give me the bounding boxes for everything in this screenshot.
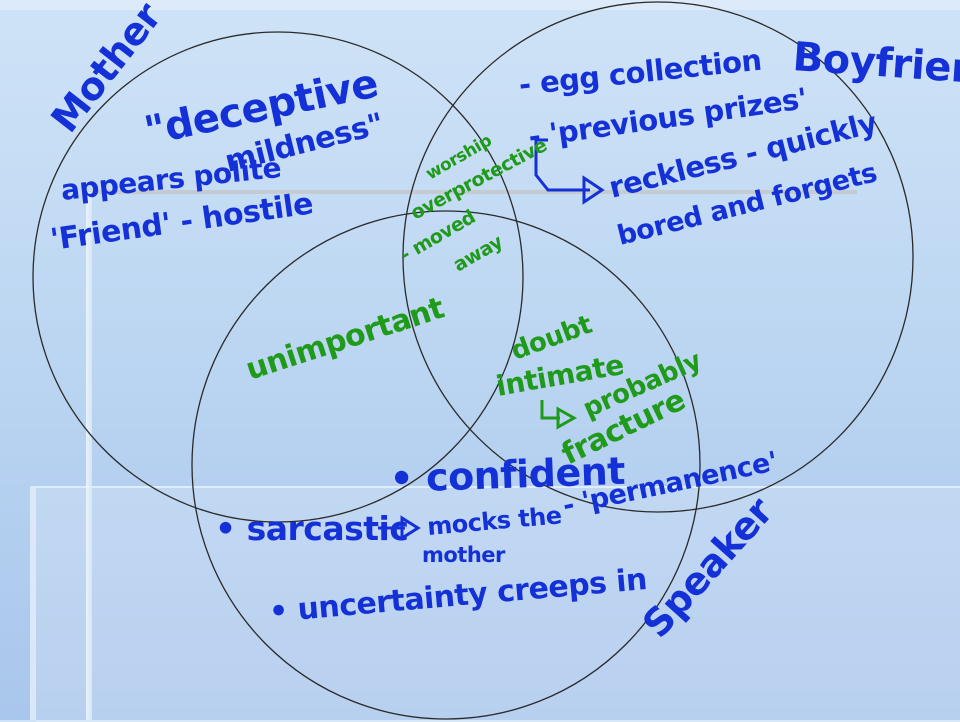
speaker-circle [191,210,701,720]
speaker-note-confident: • confident [389,449,626,501]
vertical-rule-decoration-2 [30,486,36,720]
mocks-arrow-icon [400,515,421,541]
horizontal-rule-decoration [92,190,857,194]
speaker-note-mocks-the: mocks the [426,501,563,541]
overlap-mb-away: away [450,230,508,276]
speaker-note-mother: mother [422,543,506,567]
top-bar-decoration [0,0,960,10]
overlap-ms-unimportant: unimportant [242,291,449,388]
mother-circle [32,31,524,523]
fracture-arrow-line [540,400,560,420]
bracket-arrow-line [534,138,590,192]
speaker-note-uncertainty: • uncertainty creeps in [268,562,649,630]
fracture-arrow-icon [556,406,578,430]
lower-band-decoration [36,486,960,722]
speaker-note-sarcastic: • sarcastic [215,509,408,548]
boyfriend-label: Boyfriend [791,34,960,95]
vertical-rule-decoration [86,192,92,720]
boyfriend-circle [402,1,914,513]
bracket-arrow-icon [582,175,605,205]
